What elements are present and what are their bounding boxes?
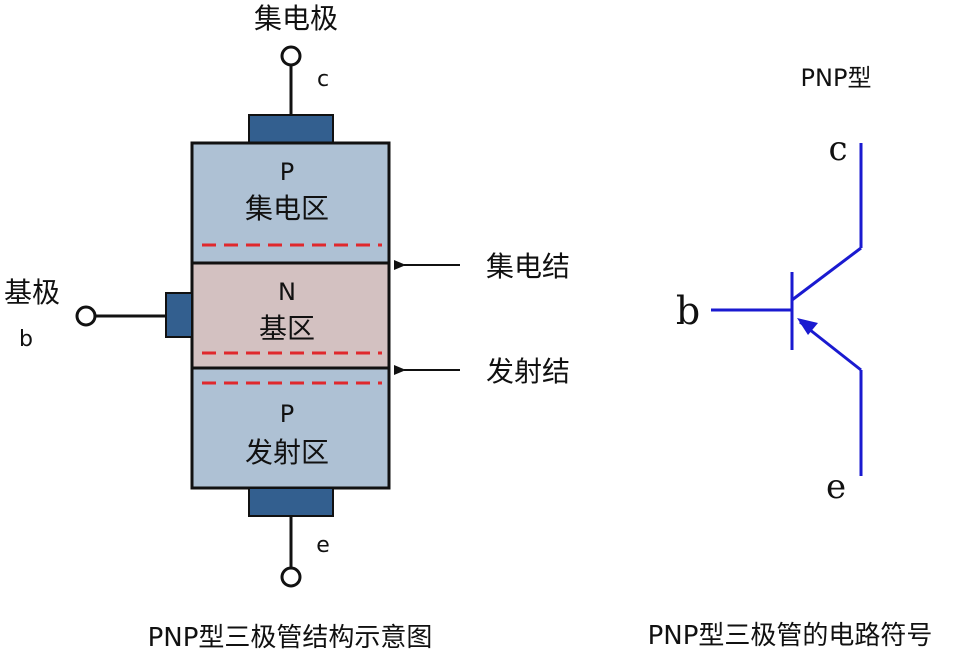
pnp-symbol <box>711 143 863 476</box>
p-top-region-label: 集电区 <box>245 192 329 225</box>
symbol-title: PNP型 <box>801 64 872 92</box>
p-bottom-region-label: 发射区 <box>245 436 329 469</box>
emitter-junction-label: 发射结 <box>486 355 570 388</box>
structure-caption: PNP型三极管结构示意图 <box>148 623 433 653</box>
base-terminal <box>75 305 97 327</box>
n-letter: N <box>278 278 296 306</box>
n-base-region <box>190 261 391 370</box>
emitter-letter: e <box>316 533 330 558</box>
n-region-label: 基区 <box>259 312 315 345</box>
symbol-collector-letter: c <box>828 129 847 169</box>
p-top-letter: P <box>280 158 294 186</box>
collector-letter: c <box>317 67 329 92</box>
symbol-caption: PNP型三极管的电路符号 <box>648 621 933 651</box>
base-electrode-label: 基极 <box>4 276 60 309</box>
symbol-emitter-letter: e <box>826 467 846 507</box>
collector-electrode-label: 集电极 <box>254 2 338 35</box>
symbol-emitter-arrow-icon <box>797 318 818 335</box>
emitter-terminal <box>280 566 302 588</box>
symbol-collector-diagonal <box>791 246 862 302</box>
collector-electrode <box>248 114 334 144</box>
symbol-base-letter: b <box>676 289 700 333</box>
base-electrode <box>165 292 193 338</box>
base-letter: b <box>19 327 33 352</box>
p-emitter-region <box>190 366 391 490</box>
p-bottom-letter: P <box>280 400 294 428</box>
collector-terminal <box>280 45 302 67</box>
collector-junction-label: 集电结 <box>486 250 570 283</box>
emitter-electrode <box>248 487 334 517</box>
